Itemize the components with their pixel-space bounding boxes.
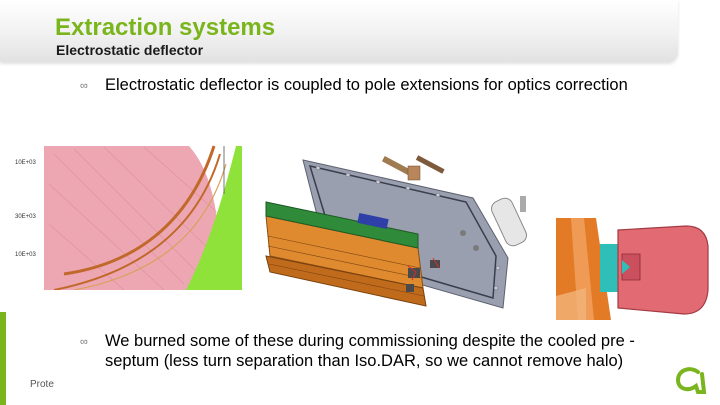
- electrode-cap: [617, 225, 709, 315]
- orbit-line: [53, 153, 221, 290]
- slide-subtitle: Electrostatic deflector: [56, 42, 204, 58]
- tick-label: 10E+03: [15, 252, 37, 258]
- septum-insert: [600, 244, 618, 292]
- bullet-item-coupling: ∞ Electrostatic deflector is coupled to …: [80, 75, 680, 95]
- blue-component: [357, 212, 389, 230]
- bullet-item-burned: ∞ We burned some of these during commiss…: [80, 331, 680, 371]
- bullet-text: Electrostatic deflector is coupled to po…: [105, 76, 628, 94]
- tick-label: 10E+03: [15, 160, 37, 166]
- orbit-line: [73, 163, 227, 290]
- tick-label: 30E+03: [15, 214, 37, 220]
- slide-title: Extraction systems: [55, 14, 276, 41]
- field-region-pink: [44, 146, 220, 290]
- field-map-figure: 10E+03 30E+03 10E+03: [14, 144, 242, 290]
- footer-label: Prote: [30, 379, 54, 390]
- infinity-bullet-icon: ∞: [80, 336, 88, 348]
- iba-logo-icon: [675, 367, 707, 394]
- septum-detail-figure: [556, 218, 720, 320]
- orbit-line: [63, 145, 216, 276]
- accent-bar: [0, 312, 6, 405]
- infinity-bullet-icon: ∞: [80, 80, 88, 92]
- feedthrough-rod: [415, 155, 445, 174]
- header-band: Extraction systems Electrostatic deflect…: [0, 0, 678, 62]
- bullet-text: We burned some of these during commissio…: [105, 332, 635, 370]
- deflector-cad-figure: [265, 155, 527, 309]
- field-region-green: [186, 146, 242, 290]
- hv-insulator: [491, 197, 527, 247]
